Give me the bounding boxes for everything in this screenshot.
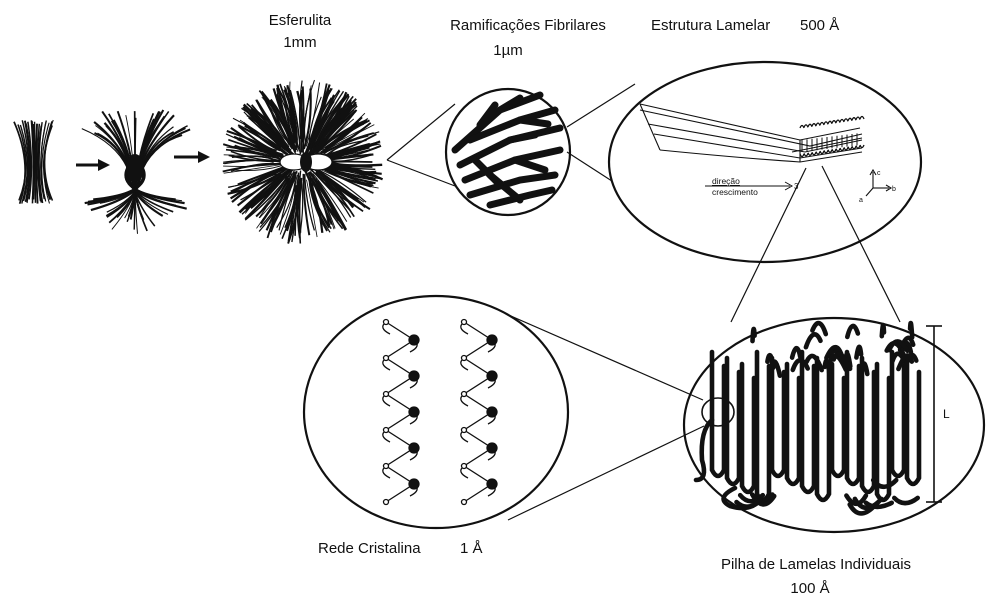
axis-c-label: c bbox=[877, 170, 881, 177]
lamellar-scale: 500 Å bbox=[800, 17, 839, 35]
carbon-atom bbox=[487, 479, 497, 489]
growth-arrow-1 bbox=[76, 159, 110, 171]
crystal-lattice-circle bbox=[304, 296, 568, 528]
carbon-atom bbox=[409, 407, 419, 417]
hydrogen-atom bbox=[384, 428, 389, 433]
stack-title: Pilha de Lamelas Individuais bbox=[721, 556, 911, 574]
carbon-atom bbox=[487, 407, 497, 417]
hydrogen-atom bbox=[462, 356, 467, 361]
thickness-label: L bbox=[943, 407, 950, 421]
carbon-atom bbox=[409, 443, 419, 453]
fibrils-scale: 1µm bbox=[493, 42, 522, 60]
growth-direction-label-2: crescimento bbox=[712, 187, 758, 197]
carbon-atom bbox=[487, 371, 497, 381]
fiber bbox=[35, 122, 36, 203]
hydrogen-atom bbox=[384, 500, 389, 505]
hydrogen-atom bbox=[384, 464, 389, 469]
sheaf-small bbox=[14, 120, 53, 204]
amorphous-loop bbox=[856, 347, 861, 358]
spherulite-title: Esferulita bbox=[269, 12, 332, 30]
hydrogen-atom bbox=[384, 356, 389, 361]
amorphous-loop bbox=[882, 325, 884, 336]
carbon-atom bbox=[409, 371, 419, 381]
growth-direction-number: 3 bbox=[794, 182, 799, 191]
lamella-stack-circle bbox=[684, 318, 984, 532]
nucleus-core bbox=[300, 152, 312, 172]
amorphous-loop bbox=[753, 329, 755, 341]
sheaf-core bbox=[126, 154, 144, 182]
carbon-atom bbox=[409, 479, 419, 489]
lamellar-title: Estrutura Lamelar bbox=[651, 17, 770, 35]
hydrogen-atom bbox=[384, 392, 389, 397]
zoom-line bbox=[387, 104, 455, 160]
spherulite-scale: 1mm bbox=[283, 34, 316, 52]
fibrils-title: Ramificações Fibrilares bbox=[450, 17, 606, 35]
fibril bbox=[510, 135, 535, 140]
stack-scale: 100 Å bbox=[790, 580, 829, 598]
lamellar-circle bbox=[609, 62, 921, 262]
hydrogen-atom bbox=[462, 320, 467, 325]
radial-fiber bbox=[331, 163, 382, 166]
hydrogen-atom bbox=[462, 464, 467, 469]
hydrogen-atom bbox=[384, 320, 389, 325]
lattice-scale: 1 Å bbox=[460, 540, 483, 558]
sheaf-bowtie bbox=[82, 110, 190, 234]
growth-direction-label-1: direção bbox=[712, 176, 740, 186]
lattice-title: Rede Cristalina bbox=[318, 540, 421, 558]
axis-a-label: a bbox=[859, 197, 863, 204]
fibrils-circle bbox=[446, 89, 570, 215]
zoom-line bbox=[387, 160, 455, 186]
growth-arrow-2 bbox=[174, 151, 210, 163]
carbon-atom bbox=[487, 335, 497, 345]
hydrogen-atom bbox=[462, 500, 467, 505]
hydrogen-atom bbox=[462, 428, 467, 433]
axis-b-label: b bbox=[892, 186, 896, 193]
hydrogen-atom bbox=[462, 392, 467, 397]
carbon-atom bbox=[487, 443, 497, 453]
carbon-atom bbox=[409, 335, 419, 345]
fibril bbox=[520, 120, 548, 124]
spherulite bbox=[223, 80, 383, 244]
amorphous-loop bbox=[910, 323, 912, 337]
